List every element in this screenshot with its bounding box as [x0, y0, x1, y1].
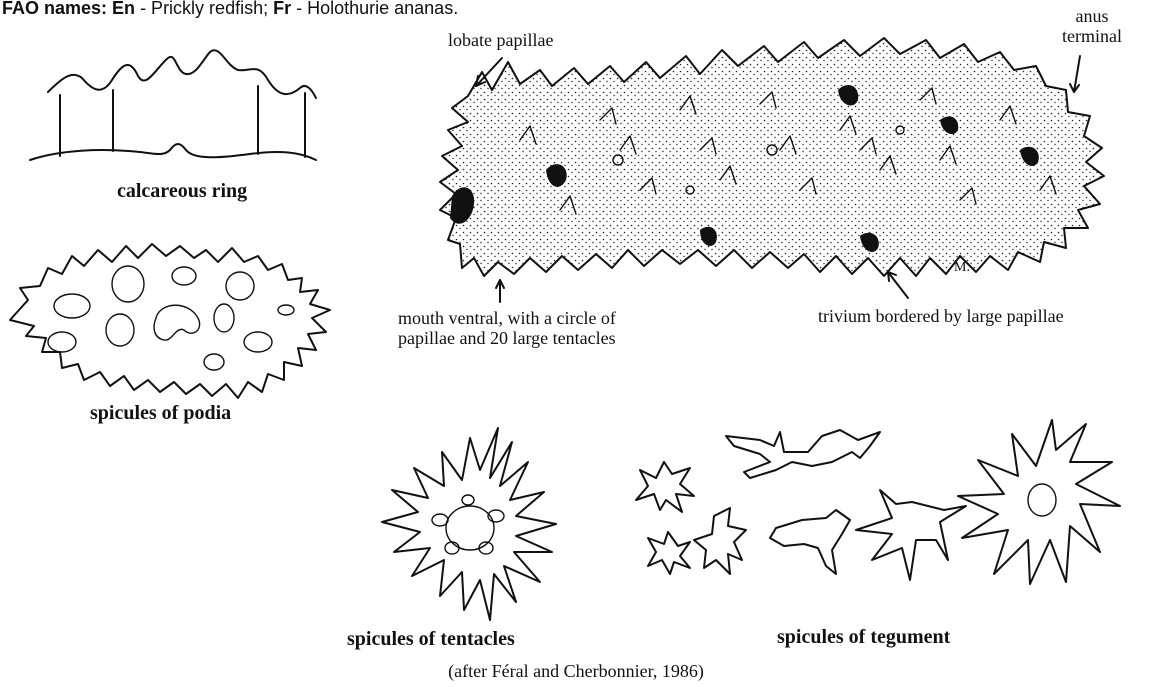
calcareous-ring-drawing: [30, 50, 316, 160]
sea-cucumber-drawing: [440, 38, 1104, 276]
caption-spicules-tegument: spicules of tegument: [777, 626, 950, 649]
caption-calcareous-ring: calcareous ring: [117, 180, 247, 203]
spicules-tegument-drawing: [636, 420, 1120, 584]
anus-label-line1: anus: [1050, 6, 1134, 26]
caption-spicules-tentacles: spicules of tentacles: [347, 628, 515, 651]
mouth-label: mouth ventral, with a circle of papillae…: [398, 308, 616, 348]
anus-label-line2: terminal: [1050, 26, 1134, 46]
mouth-label-line2: papillae and 20 large tentacles: [398, 328, 616, 348]
spicules-podia-drawing: [10, 244, 330, 398]
spicules-tentacles-drawing: [382, 428, 556, 620]
credit-line: (after Féral and Cherbonnier, 1986): [0, 661, 1152, 681]
artist-mark: M.: [954, 258, 970, 278]
caption-spicules-podia: spicules of podia: [90, 402, 231, 425]
anus-label: anus terminal: [1050, 6, 1134, 46]
trivium-label: trivium bordered by large papillae: [818, 306, 1064, 326]
lobate-papillae-label: lobate papillae: [448, 30, 553, 50]
mouth-label-line1: mouth ventral, with a circle of: [398, 308, 616, 328]
